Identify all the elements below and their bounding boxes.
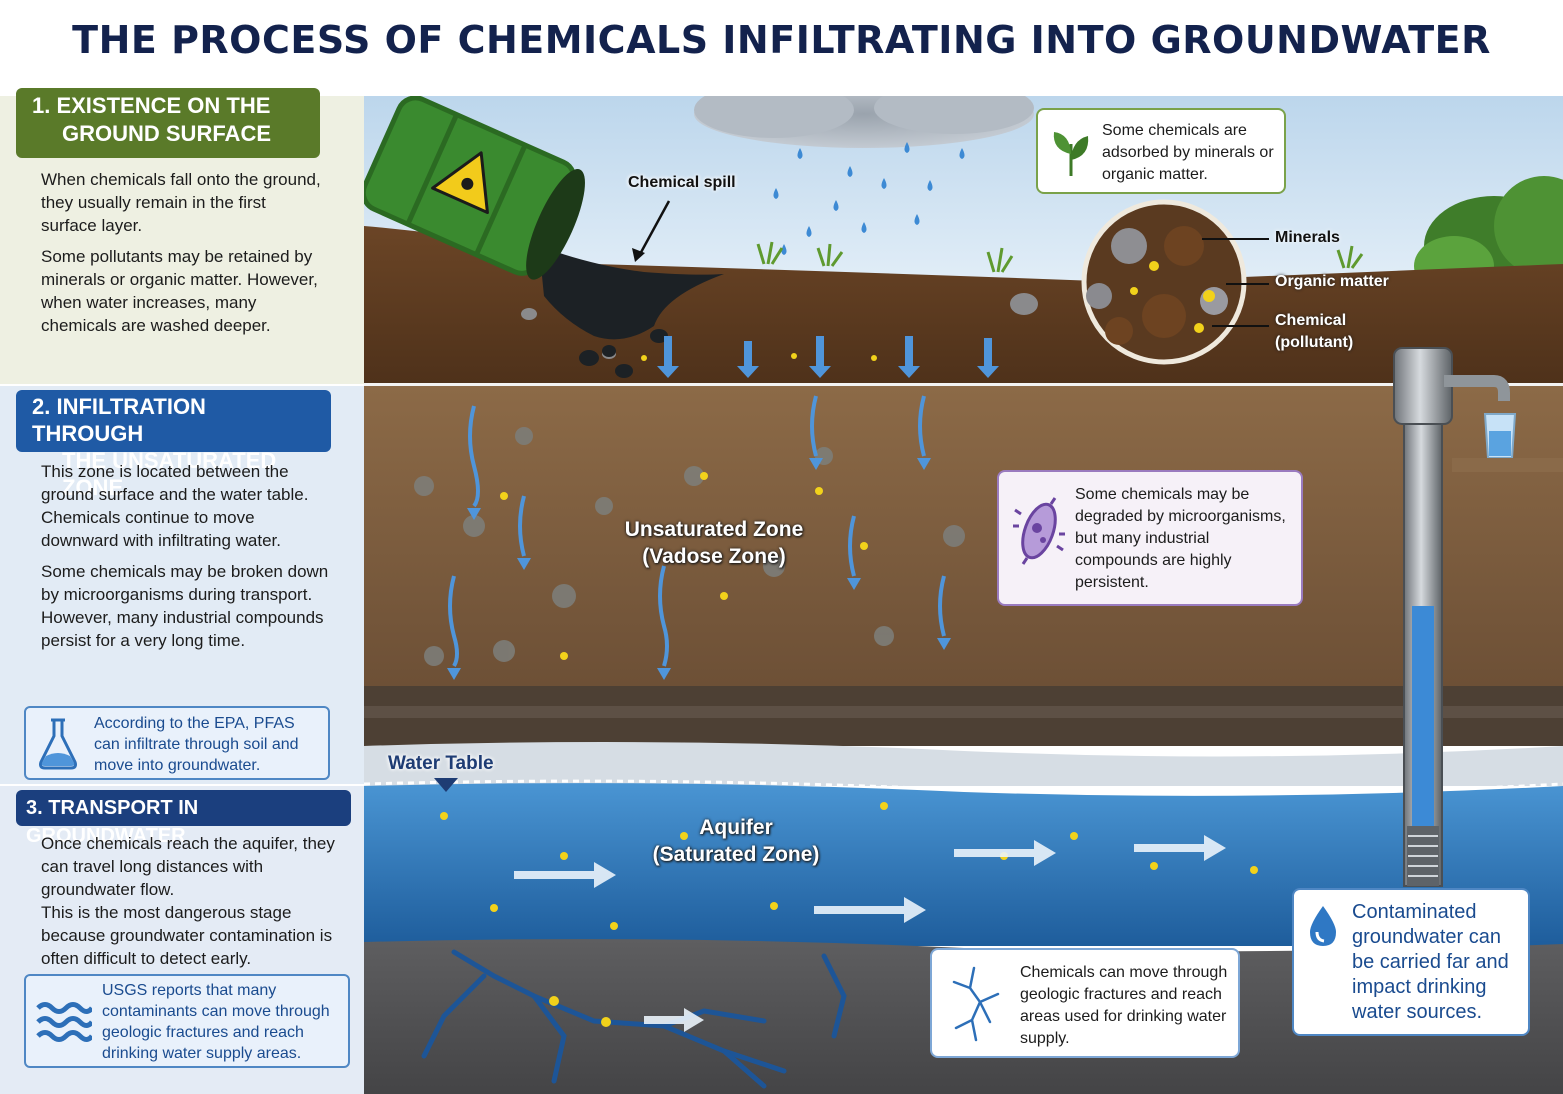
aquifer-label-line2: (Saturated Zone) [652, 843, 820, 866]
cross-section-scene: Chemical spill Some chemicals are adsorb… [364, 96, 1563, 1094]
section-surface-para1: When chemicals fall onto the ground, the… [41, 170, 321, 235]
chemical-barrel [364, 96, 585, 280]
section-unsaturated: 2. INFILTRATION THROUGH THE UNSATURATED … [0, 386, 364, 784]
groundwater-flow-arrows [514, 835, 1226, 1032]
grass [756, 241, 1364, 273]
chemical-puddle [539, 246, 724, 340]
unsaturated-zone-label-line2: (Vadose Zone) [642, 545, 786, 568]
section-groundwater-para2: This is the most dangerous stage because… [41, 903, 333, 968]
epa-note: According to the EPA, PFAS can infiltrat… [24, 706, 330, 780]
section-surface-heading-line2: GROUND SURFACE [62, 121, 272, 146]
unsaturated-zone-label-line1: Unsaturated Zone [624, 518, 804, 541]
aquifer-label-line1: Aquifer [699, 816, 773, 839]
contaminated-note: Contaminated groundwater can be carried … [1292, 888, 1530, 1036]
section-groundwater-heading: 3. TRANSPORT IN GROUNDWATER [16, 790, 351, 847]
water-table-label: Water Table [388, 753, 494, 774]
usgs-note: USGS reports that many contaminants can … [24, 974, 350, 1068]
unsaturated-zone-label: Unsaturated Zone (Vadose Zone) [594, 516, 834, 570]
aquifer-label: Aquifer (Saturated Zone) [626, 814, 846, 868]
section-unsaturated-text: This zone is located between the ground … [41, 460, 331, 660]
section-unsaturated-heading-line2: THE UNSATURATED ZONE [62, 448, 277, 500]
infiltration-arrows-vadose [448, 395, 946, 668]
legend-organic-matter: Organic matter [1275, 273, 1389, 290]
flask-icon [36, 716, 80, 778]
section-unsaturated-para1: This zone is located between the ground … [41, 462, 309, 550]
rain-drops [773, 142, 965, 255]
usgs-note-text: USGS reports that many contaminants can … [102, 982, 330, 1062]
vadose-pebbles [414, 427, 965, 666]
chemical-spill-label: Chemical spill [628, 174, 736, 191]
epa-note-text: According to the EPA, PFAS can infiltrat… [94, 715, 299, 774]
spill-pointer [637, 200, 671, 257]
section-unsaturated-para2: Some chemicals may be broken down by mic… [41, 562, 329, 650]
section-groundwater: 3. TRANSPORT IN GROUNDWATER Once chemica… [0, 786, 364, 1094]
adsorbed-note-text: Some chemicals are adsorbed by minerals … [1102, 122, 1274, 183]
section-surface-heading-line1: 1. EXISTENCE ON THE [32, 93, 271, 118]
closeup-leaders [1202, 238, 1269, 327]
fracture-note: Chemicals can move through geologic frac… [930, 948, 1240, 1058]
infiltration-arrows-top [657, 336, 999, 378]
legend-minerals: Minerals [1275, 229, 1340, 246]
section-groundwater-text: Once chemicals reach the aquifer, they c… [41, 832, 346, 978]
rain-cloud [694, 96, 1034, 148]
contaminated-note-text: Contaminated groundwater can be carried … [1352, 901, 1509, 1023]
soil-closeup [1081, 199, 1247, 365]
fracture-note-text: Chemicals can move through geologic frac… [1020, 964, 1228, 1047]
hazard-icon [431, 151, 489, 215]
section-surface-heading: 1. EXISTENCE ON THE GROUND SURFACE [16, 88, 320, 158]
section-surface: 1. EXISTENCE ON THE GROUND SURFACE When … [0, 88, 364, 384]
section-unsaturated-heading-line1: 2. INFILTRATION THROUGH [32, 394, 206, 446]
section-surface-text: When chemicals fall onto the ground, the… [41, 168, 326, 345]
page-title: THE PROCESS OF CHEMICALS INFILTRATING IN… [72, 18, 1491, 62]
microbe-note-text: Some chemicals may be degraded by microo… [1075, 486, 1286, 591]
well [1393, 347, 1563, 887]
water-table-marker [434, 778, 458, 792]
pollutant-particles [440, 353, 1258, 1027]
cross-section-illustration [364, 96, 1563, 1094]
adsorbed-note: Some chemicals are adsorbed by minerals … [1036, 108, 1286, 194]
section-surface-para2: Some pollutants may be retained by miner… [41, 247, 318, 335]
section-groundwater-para1: Once chemicals reach the aquifer, they c… [41, 834, 335, 899]
microbe-note: Some chemicals may be degraded by microo… [997, 470, 1303, 606]
geologic-fractures [421, 949, 847, 1089]
section-unsaturated-heading: 2. INFILTRATION THROUGH THE UNSATURATED … [16, 390, 331, 500]
spill-pointer-head [632, 248, 645, 262]
legend-chemical: Chemical [1275, 312, 1347, 329]
infiltration-arrowheads [447, 458, 951, 680]
chemical-drips [579, 329, 668, 378]
legend-pollutant: (pollutant) [1275, 334, 1354, 351]
waves-icon [36, 996, 95, 1052]
